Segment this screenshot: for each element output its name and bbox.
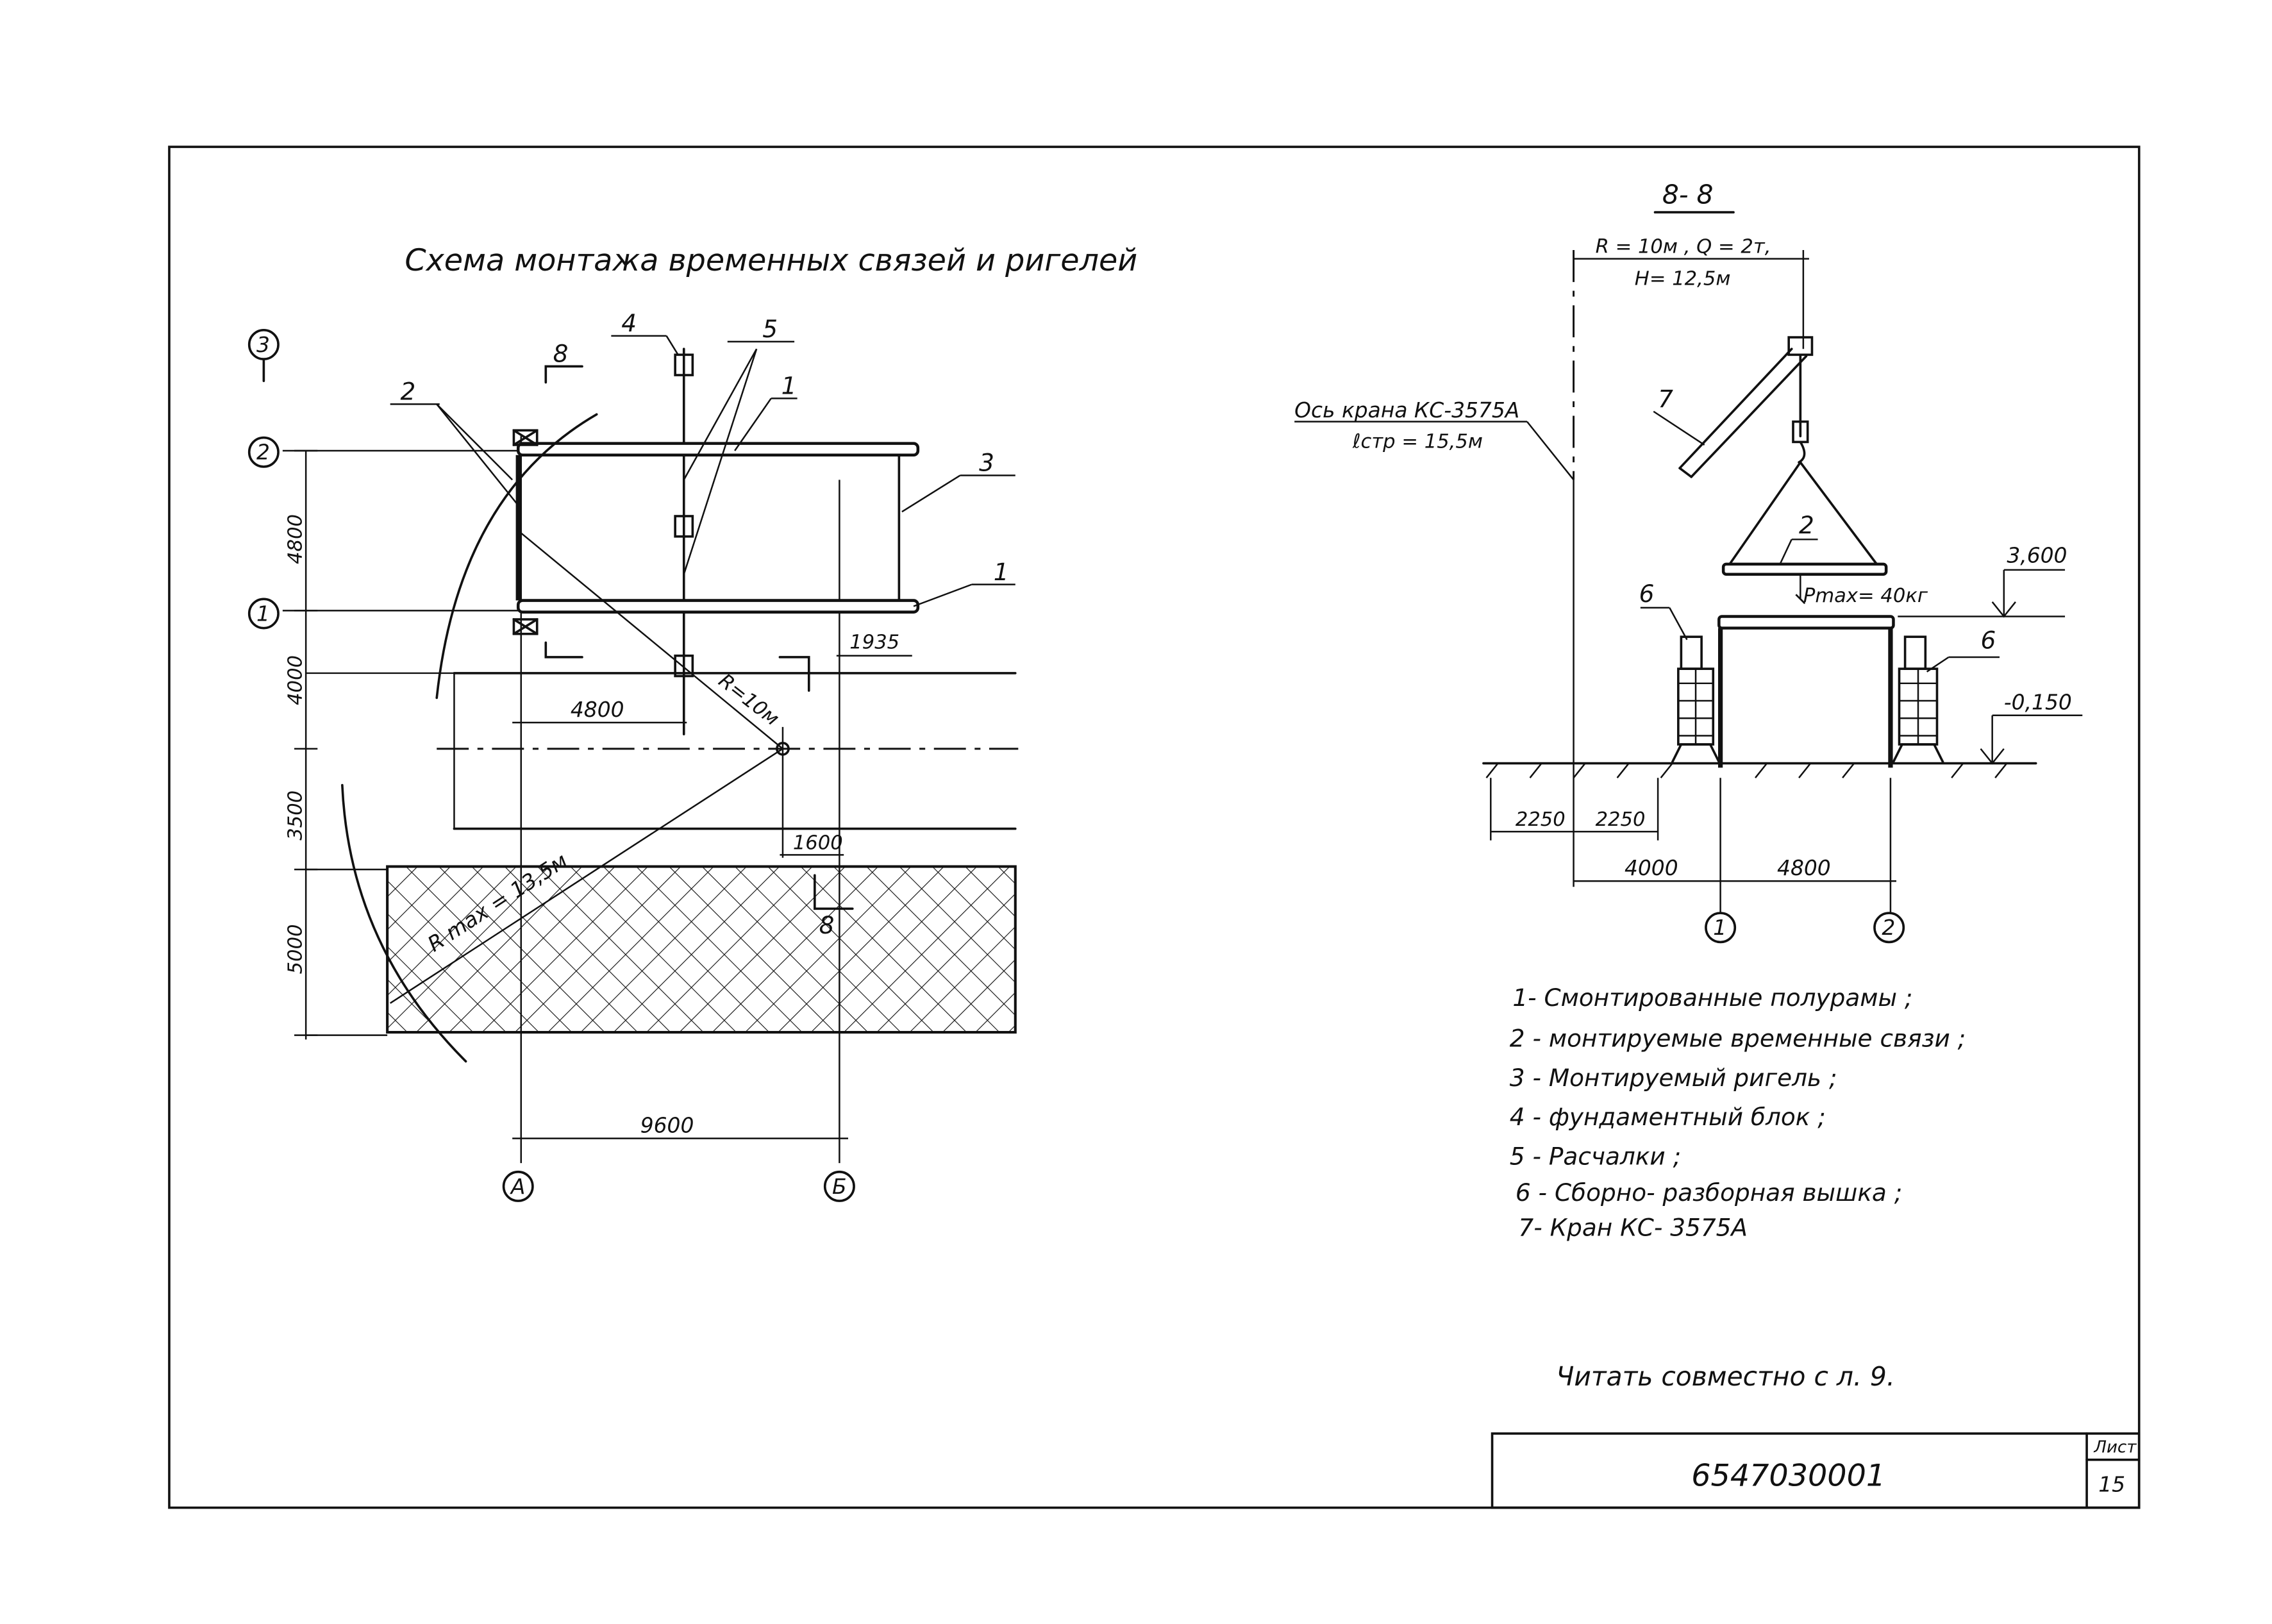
- plan-leaders: [390, 335, 1015, 607]
- crane-axis-label: Ось крана КС-3575А: [1294, 398, 1519, 423]
- callout-7: 7: [1658, 385, 1673, 413]
- legend-item-3: 3 - Монтируемый ригель ;: [1510, 1064, 1837, 1092]
- plan-dimensions: [294, 449, 912, 1139]
- axis-bubble-a: [502, 1170, 534, 1202]
- section-axis-1: 1: [1713, 915, 1726, 940]
- dim-4800-horizontal: 4800: [571, 697, 624, 722]
- dim-3500-vertical: 3500: [284, 791, 306, 841]
- axis-label-b: Б: [832, 1174, 847, 1199]
- lifted-bracing: [1721, 461, 1888, 605]
- legend: 1- Смонтированные полурамы ; 2 - монтиру…: [1510, 984, 1966, 1241]
- dim-9600: 9600: [640, 1113, 694, 1138]
- scaffold-tower-right: [1892, 635, 1944, 764]
- axis-label-a: А: [510, 1174, 526, 1199]
- sec-dim-2250-a: 2250: [1516, 808, 1566, 831]
- sheet-frame: [168, 146, 2141, 1509]
- plan-title: Схема монтажа временных связей и ригелей: [405, 243, 1137, 278]
- crane-center: [776, 741, 790, 756]
- sheet-note: Читать совместно с л. 9.: [1556, 1361, 1894, 1392]
- max-radius-arc: [341, 783, 467, 1063]
- crane-boom: [1653, 336, 1814, 478]
- installed-semi-frames: [512, 429, 920, 635]
- dim-4000-vertical: 4000: [284, 655, 306, 705]
- dim-1600: 1600: [793, 832, 843, 854]
- dim-5000-vertical: 5000: [284, 924, 306, 974]
- plan-gridlines: [282, 347, 1019, 1164]
- callout-5: 5: [762, 315, 778, 343]
- road-strip: [453, 672, 1017, 830]
- callout-2: 2: [401, 378, 416, 406]
- legend-item-1: 1- Смонтированные полурамы ;: [1512, 984, 1912, 1012]
- boom-length-label: ℓстр = 15,5м: [1352, 430, 1483, 453]
- sec-dim-4000: 4000: [1625, 855, 1678, 880]
- legend-item-7: 7- Кран КС- 3575А: [1518, 1214, 1748, 1242]
- axis-label-1: 1: [256, 601, 270, 626]
- callout-tower-right: 6: [1981, 626, 1996, 654]
- section-axis-2: 2: [1882, 915, 1895, 940]
- stamp-sheet-number: 15: [2098, 1472, 2125, 1497]
- sec-dim-4800: 4800: [1777, 855, 1831, 880]
- erected-frame: [1717, 615, 1895, 768]
- axis-label-3: 3: [256, 332, 270, 357]
- ground-line: [1482, 762, 2037, 778]
- crane-params: R = 10м , Q = 2т,: [1596, 236, 1771, 258]
- axis-label-2: 2: [256, 440, 270, 465]
- callout-section-2: 2: [1799, 511, 1814, 539]
- callout-1-top: 1: [781, 372, 797, 400]
- axis-bubble-1: [247, 598, 280, 630]
- legend-item-5: 5 - Расчалки ;: [1510, 1142, 1681, 1170]
- axis-bubble-3: [247, 328, 280, 360]
- foundation-blocks: [674, 353, 694, 678]
- level-bottom: -0,150: [2004, 690, 2072, 715]
- legend-item-6: 6 - Сборно- разборная вышка ;: [1516, 1178, 1902, 1207]
- callout-section-8-bottom: 8: [819, 911, 835, 939]
- section-axis-bubble-1: [1705, 912, 1737, 944]
- section-axis-bubble-2: [1873, 912, 1905, 944]
- dim-1935: 1935: [849, 631, 899, 653]
- scaffold-tower-left: [1671, 635, 1721, 764]
- hatched-zone: [386, 865, 1017, 1034]
- section-dimensions: [1490, 778, 1896, 914]
- stamp-code: 6547030001: [1691, 1459, 1885, 1494]
- section-crane-dimension: [1573, 250, 1809, 887]
- legend-item-2: 2 - монтируемые временные связи ;: [1510, 1025, 1966, 1053]
- callout-1-bottom: 1: [994, 558, 1009, 586]
- work-radius-arc: [435, 413, 598, 699]
- stamp-sheet-label: Лист: [2093, 1437, 2137, 1457]
- callout-section-8-top: 8: [553, 340, 569, 368]
- load-label: Pmax= 40кг: [1803, 585, 1928, 607]
- legend-item-4: 4 - фундаментный блок ;: [1510, 1103, 1826, 1131]
- dim-4800-vertical: 4800: [284, 514, 306, 564]
- axis-bubble-2: [247, 436, 280, 468]
- title-block: 6547030001 Лист 15: [1491, 1432, 2141, 1509]
- section-title: 8- 8: [1662, 179, 1714, 210]
- level-top: 3,600: [2007, 543, 2067, 568]
- axis-bubble-b: [823, 1170, 855, 1202]
- callout-3: 3: [979, 449, 994, 477]
- callout-tower-left: 6: [1639, 580, 1655, 608]
- level-marks: [1898, 569, 2083, 765]
- callout-4: 4: [621, 309, 637, 337]
- crane-height: H= 12,5м: [1635, 267, 1731, 290]
- sec-dim-2250-b: 2250: [1596, 808, 1646, 831]
